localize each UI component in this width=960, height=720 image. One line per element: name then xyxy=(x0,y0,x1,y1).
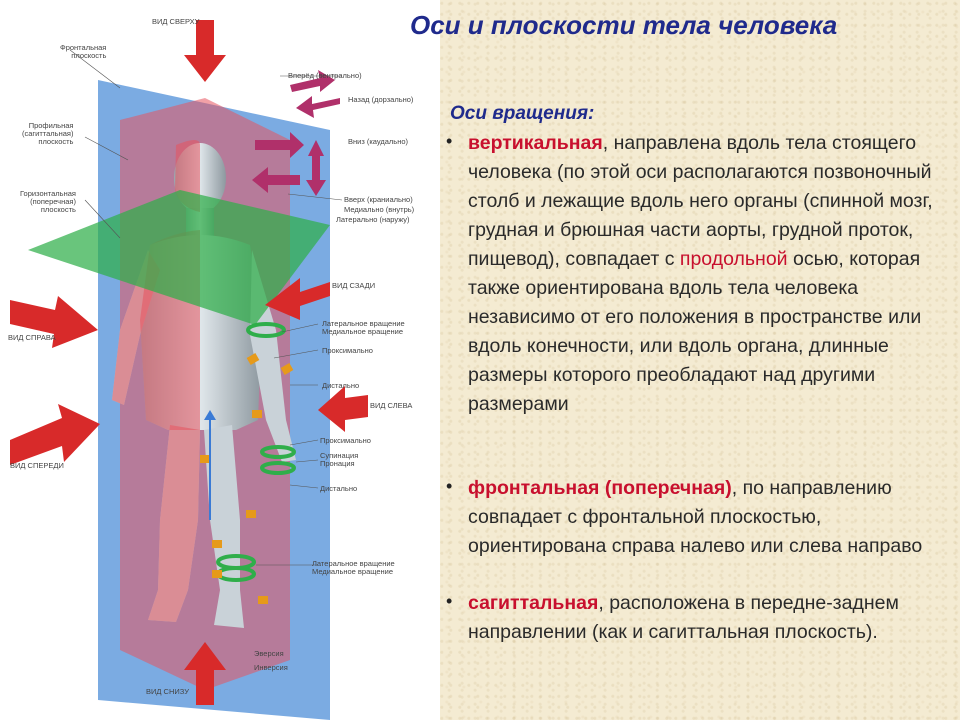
bullet-body: , по направлению совпадает с фронтальной… xyxy=(468,477,923,557)
bullet-body: , расположена в передне-заднем направлен… xyxy=(468,592,899,643)
label-proximal-1: Проксимально xyxy=(322,346,373,355)
label-rotation: Латеральное вращение Медиальное вращение xyxy=(322,319,405,336)
arrow-right-view xyxy=(10,296,98,348)
slide-title: Оси и плоскости тела человека xyxy=(410,10,838,40)
keyword-longitudinal: продольной xyxy=(679,248,788,270)
label-frontal-plane: Фронтальная плоскость xyxy=(60,43,107,60)
label-inversion: Инверсия xyxy=(254,663,288,672)
bullet-marker: • xyxy=(446,591,453,611)
label-lateral: Латерально (наружу) xyxy=(336,215,410,224)
section-heading: Оси вращения: xyxy=(450,103,595,124)
label-right-view: ВИД СПРАВА xyxy=(8,333,56,342)
label-down: Вниз (каудально) xyxy=(348,137,409,146)
bullet-frontal-axis: • фронтальная (поперечная), по направлен… xyxy=(442,474,952,561)
anatomical-direction-arrows xyxy=(252,70,340,196)
view-arrows xyxy=(10,20,368,705)
horizontal-plane xyxy=(28,190,330,325)
arrow-back-view xyxy=(265,278,330,320)
anatomy-illustration: ВИД СВЕРХУ Фронтальная плоскость Профиль… xyxy=(0,0,440,720)
label-bottom-view: ВИД СНИЗУ xyxy=(146,687,189,696)
keyword-sagittal: сагиттальная xyxy=(468,592,599,614)
keyword-frontal: фронтальная (поперечная) xyxy=(468,477,732,499)
label-sagittal-plane: Профильная (сагиттальная) плоскость xyxy=(22,121,74,146)
bullet-marker: • xyxy=(446,476,453,496)
label-top-view: ВИД СВЕРХУ xyxy=(152,17,200,26)
bullet-vertical-axis: • вертикальная, направлена вдоль тела ст… xyxy=(442,129,952,419)
direction-markers xyxy=(200,353,294,604)
body-planes-figure xyxy=(10,20,368,720)
bullet-body: осью, которая также ориентирована вдоль … xyxy=(468,248,922,415)
text-panel xyxy=(440,0,960,720)
bullet-body: , направлена вдоль тела стоящего человек… xyxy=(468,132,933,270)
label-backward: Назад (дорзально) xyxy=(348,95,414,104)
arrow-front-view xyxy=(10,404,100,465)
label-medial: Медиально (внутрь) xyxy=(344,205,415,214)
arrow-bottom-view xyxy=(184,642,226,705)
label-back-view: ВИД СЗАДИ xyxy=(332,281,376,290)
label-rotation-2: Латеральное вращение Медиальное вращение xyxy=(312,559,395,576)
label-distal-2: Дистально xyxy=(320,484,358,493)
arrow-top-view xyxy=(184,20,226,82)
arrow-left-view xyxy=(318,386,368,432)
bullet-text: фронтальная (поперечная), по направлению… xyxy=(442,474,952,561)
label-distal-1: Дистально xyxy=(322,381,360,390)
label-front-view: ВИД СПЕРЕДИ xyxy=(10,461,64,470)
rotation-rings xyxy=(216,322,296,582)
bullet-text: сагиттальная, расположена в передне-задн… xyxy=(442,589,952,647)
keyword-vertical: вертикальная xyxy=(468,132,603,154)
label-proximal-2: Проксимально xyxy=(320,436,371,445)
label-forward: Вперёд (вентрально) xyxy=(288,71,362,80)
label-horizontal-plane: Горизонтальная (поперечная) плоскость xyxy=(20,189,76,214)
bullet-marker: • xyxy=(446,131,453,151)
label-eversion: Эверсия xyxy=(254,649,284,658)
bullet-sagittal-axis: • сагиттальная, расположена в передне-за… xyxy=(442,589,952,647)
bullet-text: вертикальная, направлена вдоль тела стоя… xyxy=(442,129,952,419)
label-left-view: ВИД СЛЕВА xyxy=(370,401,413,410)
label-up: Вверх (краниально) xyxy=(344,195,413,204)
label-supination: Супинация Пронация xyxy=(320,451,359,468)
